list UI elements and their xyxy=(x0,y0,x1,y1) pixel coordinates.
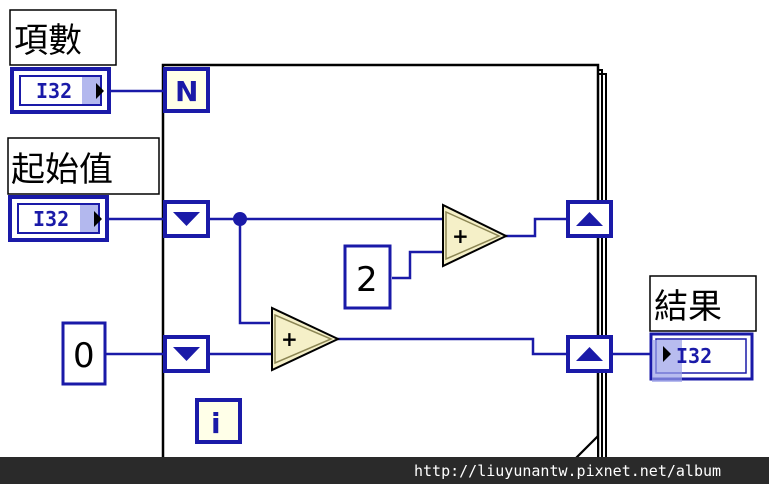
shift-register-left-top[interactable] xyxy=(163,200,210,238)
svg-text:i: i xyxy=(211,407,221,440)
down-arrow-icon xyxy=(173,347,200,361)
svg-text:N: N xyxy=(175,75,198,108)
wires xyxy=(106,89,655,356)
svg-text:結果: 結果 xyxy=(654,287,722,327)
svg-text:I32: I32 xyxy=(676,344,712,368)
loop-iteration-terminal[interactable]: i xyxy=(195,398,242,444)
result-label: 結果 xyxy=(649,275,757,332)
shift-register-right-top[interactable] xyxy=(566,200,613,238)
shift-register-right-bottom[interactable] xyxy=(566,335,613,373)
input-arrow-icon xyxy=(663,346,671,362)
footer-bar: http://liuyunantw.pixnet.net/album xyxy=(0,457,769,484)
svg-text:2: 2 xyxy=(356,260,378,300)
svg-text:起始值: 起始值 xyxy=(11,150,113,190)
output-arrow-icon xyxy=(94,211,102,227)
items-control-terminal[interactable]: I32 xyxy=(10,67,111,114)
up-arrow-icon xyxy=(576,347,603,361)
output-arrow-icon xyxy=(96,83,104,99)
svg-text:+: + xyxy=(452,224,469,248)
result-indicator-terminal[interactable]: I32 xyxy=(649,332,754,382)
watermark-url: http://liuyunantw.pixnet.net/album xyxy=(414,462,721,480)
shift-register-left-bottom[interactable] xyxy=(163,335,210,373)
svg-text:I32: I32 xyxy=(33,207,69,231)
add-function-top[interactable]: + xyxy=(442,203,509,268)
start-control-terminal[interactable]: I32 xyxy=(8,195,109,242)
start-label: 起始值 xyxy=(7,137,160,195)
up-arrow-icon xyxy=(576,212,603,226)
svg-text:I32: I32 xyxy=(36,79,72,103)
loop-count-terminal[interactable]: N xyxy=(163,67,210,113)
down-arrow-icon xyxy=(173,212,200,226)
svg-text:0: 0 xyxy=(73,336,95,376)
add-function-bottom[interactable]: + xyxy=(271,306,341,372)
wire-junction xyxy=(233,212,247,226)
svg-text:項數: 項數 xyxy=(14,21,82,61)
svg-text:+: + xyxy=(281,327,298,351)
constant-two[interactable]: 2 xyxy=(343,244,392,310)
constant-zero[interactable]: 0 xyxy=(61,321,107,386)
items-label: 項數 xyxy=(9,9,117,66)
